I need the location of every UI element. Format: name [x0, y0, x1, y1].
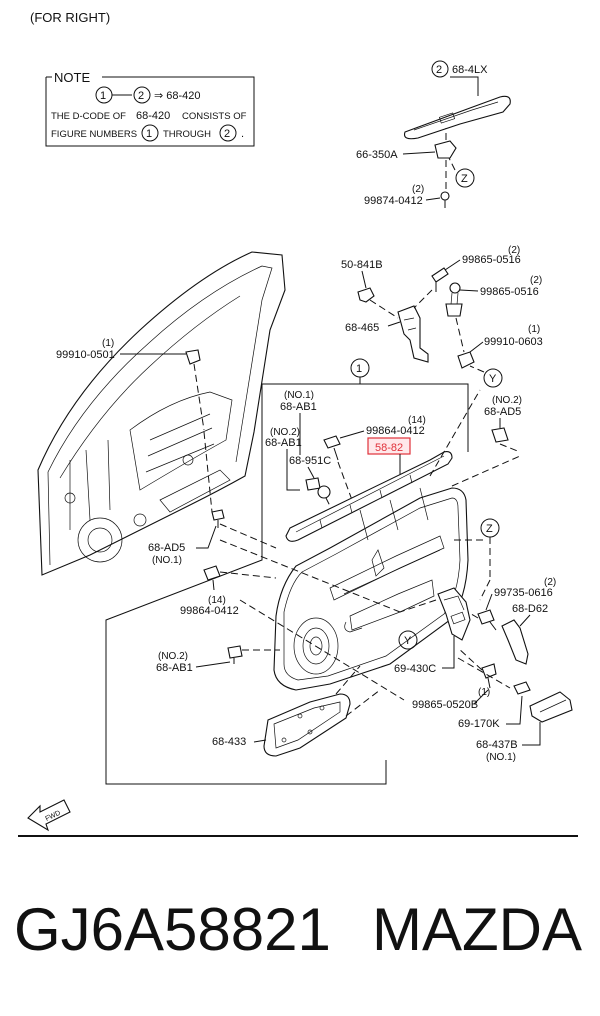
callout-Z-mid: Z	[480, 518, 500, 580]
clip-66-350A: 66-350A	[356, 128, 457, 161]
svg-text:(14): (14)	[408, 415, 426, 426]
trim-frame: 1	[105, 358, 469, 785]
caption: GJ6A58821 MAZDA	[0, 885, 600, 985]
svg-text:68-437B: 68-437B	[476, 739, 518, 751]
note-arrow-target: ⇒ 68-420	[154, 90, 201, 102]
svg-text:(1): (1)	[528, 324, 540, 335]
svg-text:(2): (2)	[530, 275, 542, 286]
svg-text:99874-0412: 99874-0412	[364, 195, 423, 207]
circle-1-callout: 1	[356, 363, 362, 375]
svg-text:2: 2	[138, 90, 144, 102]
svg-text:68-AB1: 68-AB1	[265, 437, 302, 449]
cap-69-170K: 69-170K	[458, 681, 531, 730]
svg-text:(NO.2): (NO.2)	[158, 651, 188, 662]
screw-99865-0516-a: (2) 99865-0516	[431, 245, 521, 292]
highlight-58-82: 58-82	[367, 437, 411, 476]
svg-text:FIGURE NUMBERS: FIGURE NUMBERS	[51, 129, 137, 140]
screw-99865-0516-b: (2) 99865-0516	[445, 275, 542, 317]
svg-text:(NO.1): (NO.1)	[152, 555, 182, 566]
svg-text:99864-0412: 99864-0412	[366, 425, 425, 437]
svg-text:68-AB1: 68-AB1	[280, 401, 317, 413]
svg-text:(1): (1)	[102, 338, 114, 349]
note-title: NOTE	[54, 70, 90, 85]
svg-text:99865-0516: 99865-0516	[462, 254, 521, 266]
screw-99735-0616: (2) 99735-0616	[467, 577, 556, 631]
svg-text:1: 1	[100, 90, 106, 102]
svg-text:68-AB1: 68-AB1	[156, 662, 193, 674]
handle-69-430C: 69-430C	[394, 587, 471, 675]
part-number: GJ6A58821	[14, 896, 331, 963]
svg-text:68-AD5: 68-AD5	[484, 406, 521, 418]
svg-text:69-430C: 69-430C	[394, 663, 436, 675]
screw-99874-0412: (2) 99874-0412 Z	[364, 157, 475, 208]
svg-text:Z: Z	[461, 173, 468, 185]
screw-99864-0412-a: (14) 99864-0412	[323, 415, 426, 501]
screw-99865-0520B: (1) 99865-0520B	[412, 647, 497, 711]
clip-68-AD5-no2: (NO.2) 68-AD5	[484, 395, 522, 453]
svg-text:(2): (2)	[544, 577, 556, 588]
svg-text:Z: Z	[486, 523, 493, 535]
svg-text:99735-0616: 99735-0616	[494, 587, 553, 599]
bracket-68-465: 68-465	[345, 289, 433, 363]
svg-text:68-D62: 68-D62	[512, 603, 548, 615]
nut-99910-0603: (1) 99910-0603 Y	[455, 317, 543, 388]
svg-text:(NO.1): (NO.1)	[284, 390, 314, 401]
bolt-68-AB1-no2-left: (NO.2) 68-AB1	[156, 645, 280, 674]
svg-text:66-350A: 66-350A	[356, 149, 398, 161]
svg-text:68-4LX: 68-4LX	[452, 64, 488, 76]
svg-text:68-420: 68-420	[136, 110, 170, 122]
armrest-68-4LX: 2 68-4LX	[403, 60, 511, 140]
weatherstrip-58-82	[285, 451, 453, 542]
clip-50-841B: 50-841B	[341, 259, 399, 319]
svg-text:1: 1	[146, 128, 152, 140]
svg-text:99865-0520B: 99865-0520B	[412, 699, 478, 711]
svg-text:(2): (2)	[508, 245, 520, 256]
svg-text:99864-0412: 99864-0412	[180, 605, 239, 617]
note-box: NOTE 1 2 ⇒ 68-420 THE D-CODE OF 68-420 C…	[45, 70, 255, 147]
svg-text:Y: Y	[489, 373, 497, 385]
svg-text:2: 2	[436, 64, 442, 76]
part-58-82-label: 58-82	[375, 442, 403, 454]
side-heading: (FOR RIGHT)	[30, 10, 110, 25]
svg-text:CONSISTS OF: CONSISTS OF	[182, 111, 247, 122]
brand-name: MAZDA	[372, 896, 582, 963]
svg-text:THROUGH: THROUGH	[163, 129, 211, 140]
screw-99864-0412-b: (14) 99864-0412	[180, 565, 277, 617]
bolt-68-AB1-no2: (NO.2) 68-AB1	[265, 427, 302, 491]
svg-text:(2): (2)	[412, 184, 424, 195]
callout-Y-mid: Y	[398, 630, 418, 650]
pocket-68-433: 68-433	[212, 665, 381, 757]
svg-text:99865-0516: 99865-0516	[480, 286, 539, 298]
svg-text:99910-0501: 99910-0501	[56, 349, 115, 361]
svg-text:THE D-CODE OF: THE D-CODE OF	[51, 111, 126, 122]
svg-text:(NO.2): (NO.2)	[270, 427, 300, 438]
svg-text:Y: Y	[404, 635, 412, 647]
bolt-68-AB1-no1: (NO.1) 68-AB1	[280, 390, 317, 455]
svg-text:68-433: 68-433	[212, 736, 246, 748]
clip-99910-0501: (1) 99910-0501	[56, 338, 205, 431]
svg-text:69-170K: 69-170K	[458, 718, 500, 730]
bracket-68-437B: 68-437B (NO.1)	[476, 691, 573, 763]
door-trim-panel	[273, 455, 521, 691]
clip-68-951C: 68-951C	[289, 455, 333, 511]
clip-68-AD5-no1: 68-AD5 (NO.1)	[148, 509, 225, 566]
svg-text:50-841B: 50-841B	[341, 259, 383, 271]
svg-text:2: 2	[224, 128, 230, 140]
fwd-arrow-icon: FWD	[27, 799, 71, 832]
svg-text:(1): (1)	[478, 687, 490, 698]
note-circle-2	[133, 86, 151, 104]
svg-text:(NO.2): (NO.2)	[492, 395, 522, 406]
svg-text:68-465: 68-465	[345, 322, 379, 334]
svg-text:68-951C: 68-951C	[289, 455, 331, 467]
svg-text:68-AD5: 68-AD5	[148, 542, 185, 554]
svg-text:.: .	[241, 128, 244, 140]
guide-lines	[203, 389, 511, 701]
svg-text:(NO.1): (NO.1)	[486, 752, 516, 763]
cover-68-D62: 68-D62	[501, 603, 548, 665]
door-frame	[37, 251, 286, 576]
svg-text:99910-0603: 99910-0603	[484, 336, 543, 348]
svg-text:(14): (14)	[208, 595, 226, 606]
